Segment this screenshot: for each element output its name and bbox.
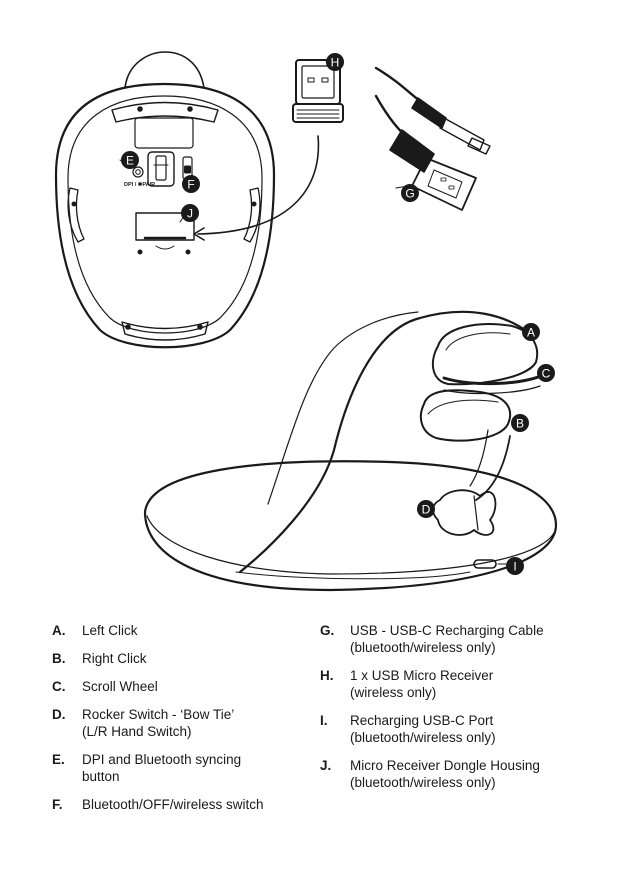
legend-text: (wireless only) <box>350 685 437 700</box>
legend-text: 1 x USB Micro Receiver <box>350 668 494 683</box>
legend-letter: F. <box>52 797 63 812</box>
legend-text: Rocker Switch - ‘Bow Tie’ <box>82 707 235 722</box>
callout-h: H <box>326 53 344 71</box>
callout-d: D <box>417 500 435 518</box>
callout-f: F <box>182 175 200 193</box>
legend-text: Scroll Wheel <box>82 679 158 694</box>
legend-letter: C. <box>52 679 66 694</box>
callout-c: C <box>537 364 555 382</box>
svg-text:B: B <box>516 417 524 431</box>
callout-i: I <box>506 557 524 575</box>
legend-letter: A. <box>52 623 66 638</box>
mouse-underside: DPI / ✱PAIR <box>54 51 276 349</box>
callout-leaders <box>119 61 409 223</box>
legend-left-column: A. Left Click B. Right Click C. Scroll W… <box>52 622 302 824</box>
usb-micro-receiver <box>193 59 344 241</box>
underside-dpi-pair-label: DPI / ✱PAIR <box>124 181 155 188</box>
legend-letter: J. <box>320 758 332 773</box>
legend-text: Left Click <box>82 623 138 638</box>
legend-text: Micro Receiver Dongle Housing <box>350 758 540 773</box>
callout-j: J <box>181 204 199 222</box>
svg-text:A: A <box>527 326 535 340</box>
legend-letter: I. <box>320 713 328 728</box>
legend-text: (bluetooth/wireless only) <box>350 640 496 655</box>
callout-g: G <box>401 184 419 202</box>
legend-text: (bluetooth/wireless only) <box>350 775 496 790</box>
legend-right-column: G. USB - USB-C Recharging Cable (bluetoo… <box>320 622 580 802</box>
svg-text:F: F <box>187 178 194 192</box>
usb-c-cable <box>374 66 491 211</box>
legend-letter: E. <box>52 752 65 767</box>
svg-text:I: I <box>513 560 516 574</box>
legend-letter: G. <box>320 623 335 638</box>
callout-e: E <box>121 151 139 169</box>
legend-letter: B. <box>52 651 66 666</box>
svg-text:H: H <box>331 56 340 70</box>
mouse-parts-diagram: DPI / ✱PAIR <box>54 51 558 592</box>
callout-a: A <box>522 323 540 341</box>
svg-text:C: C <box>542 367 551 381</box>
legend-item-b: B. Right Click <box>52 650 302 667</box>
legend-text: (bluetooth/wireless only) <box>350 730 496 745</box>
legend-text: button <box>82 769 120 784</box>
legend-item-j: J. Micro Receiver Dongle Housing (blueto… <box>320 757 580 791</box>
legend-text: DPI and Bluetooth syncing <box>82 752 242 767</box>
legend-item-g: G. USB - USB-C Recharging Cable (bluetoo… <box>320 622 580 656</box>
legend-text: USB - USB-C Recharging Cable <box>350 623 544 638</box>
svg-text:G: G <box>405 187 414 201</box>
legend-item-h: H. 1 x USB Micro Receiver (wireless only… <box>320 667 580 701</box>
legend-item-e: E. DPI and Bluetooth syncing button <box>52 751 302 785</box>
legend-text: Right Click <box>82 651 147 666</box>
legend-text: Recharging USB-C Port <box>350 713 494 728</box>
legend-letter: H. <box>320 668 334 683</box>
callout-b: B <box>511 414 529 432</box>
svg-text:J: J <box>187 207 193 221</box>
legend-item-d: D. Rocker Switch - ‘Bow Tie’ (L/R Hand S… <box>52 706 302 740</box>
legend-item-f: F. Bluetooth/OFF/wireless switch <box>52 796 302 813</box>
svg-text:D: D <box>422 503 431 517</box>
legend-letter: D. <box>52 707 66 722</box>
legend-item-a: A. Left Click <box>52 622 302 639</box>
legend-item-c: C. Scroll Wheel <box>52 678 302 695</box>
legend-item-i: I. Recharging USB-C Port (bluetooth/wire… <box>320 712 580 746</box>
svg-text:E: E <box>126 154 134 168</box>
mouse-side-view <box>143 310 558 592</box>
legend-text: Bluetooth/OFF/wireless switch <box>82 797 264 812</box>
legend-text: (L/R Hand Switch) <box>82 724 192 739</box>
